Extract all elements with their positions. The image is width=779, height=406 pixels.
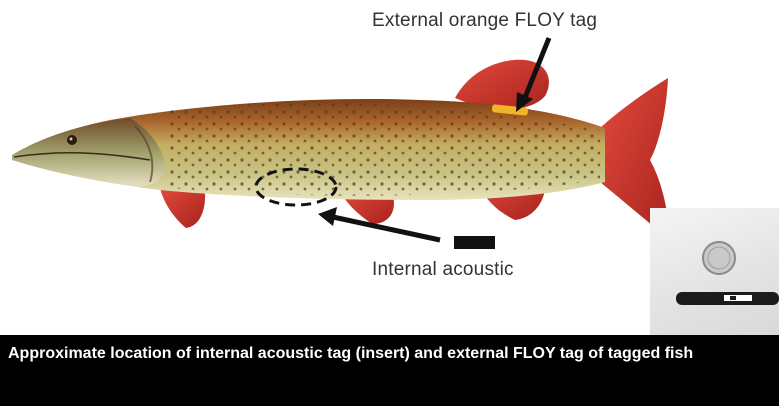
caption-text: Approximate location of internal acousti… xyxy=(8,343,768,364)
scale-bar xyxy=(454,236,495,249)
caption-bar: Approximate location of internal acousti… xyxy=(0,335,779,406)
internal-tag-label: Internal acoustic xyxy=(372,259,514,281)
internal-arrow xyxy=(333,217,440,240)
tag-inset-photo xyxy=(650,208,779,335)
external-tag-label: External orange FLOY tag xyxy=(372,10,597,32)
fish-head xyxy=(12,118,165,186)
